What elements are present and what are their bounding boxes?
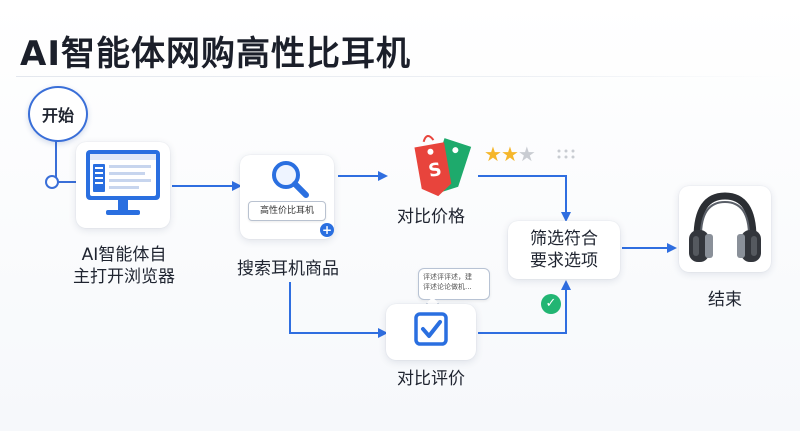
search-icon [272, 161, 309, 198]
end-label: 结束 [708, 290, 742, 310]
price-tag-icon: S [406, 126, 472, 198]
check-circle-icon: ✓ [541, 294, 561, 314]
search-label: 搜索耳机商品 [237, 259, 339, 279]
filter-card: 筛选符合 要求选项 [508, 221, 620, 279]
filter-label-line1: 筛选符合 [530, 229, 598, 249]
search-card: 高性价比耳机 + [240, 155, 334, 239]
plus-icon: + [320, 223, 334, 237]
arrow-price-to-filter [478, 175, 571, 222]
compare-reviews-label: 对比评价 [397, 369, 465, 389]
star-icon: ★ [500, 142, 519, 166]
arrow-start-to-monitor [55, 138, 76, 183]
checkbox-icon [414, 312, 448, 346]
star-icon: ★ [484, 142, 502, 166]
review-speech-bubble: 评述评评述，建 评述论论做机... [418, 268, 490, 300]
open-browser-label-line2: 主打开浏览器 [73, 267, 175, 287]
open-browser-label: AI智能体自 主打开浏览器 [62, 244, 186, 288]
page-title: AI智能体网购高性比耳机 [20, 34, 411, 74]
filter-label-line2: 要求选项 [530, 251, 598, 271]
title-divider [16, 76, 784, 77]
start-node: 开始 [28, 86, 88, 142]
headphones-icon [689, 192, 761, 262]
review-bubble-line2: 评述论论做机... [423, 283, 472, 291]
dots-icon [557, 149, 575, 159]
arrow-search-to-reviews [289, 282, 388, 338]
connector-node [45, 175, 59, 189]
open-browser-card [76, 142, 170, 228]
search-query-box: 高性价比耳机 [248, 201, 326, 221]
arrow-reviews-to-filter [478, 280, 571, 334]
compare-price-label: 对比价格 [397, 207, 465, 227]
review-bubble-line1: 评述评评述，建 [423, 273, 472, 281]
monitor-icon [86, 150, 160, 215]
compare-reviews-card [386, 304, 476, 360]
open-browser-label-line1: AI智能体自 [81, 245, 167, 265]
end-card [679, 186, 771, 272]
rating-stars: ★★★ [484, 142, 536, 166]
star-icon: ★ [517, 142, 536, 166]
price-tag-glyph: S [426, 159, 444, 182]
